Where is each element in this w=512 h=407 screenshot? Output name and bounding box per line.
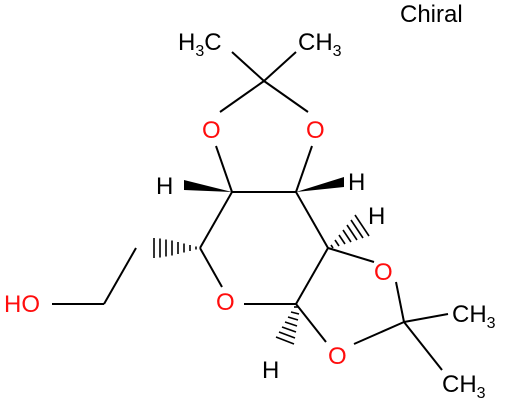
hydrogen-left-label: H [156, 173, 173, 200]
hydrogen-right-upper-label: H [348, 169, 365, 196]
methyl-right-lower-label: CH3 [442, 371, 486, 402]
bond-cq1-o1 [219, 80, 265, 113]
wedge-c2-h [296, 177, 344, 192]
bond-ca-cb [103, 247, 137, 305]
hashed-bonds [153, 214, 370, 345]
oxygen-right-upper-label: O [374, 259, 393, 286]
bonds [52, 51, 449, 371]
bond-c3-c4 [295, 247, 329, 305]
hash-c3-h [330, 214, 370, 249]
bond-cq1-o2 [263, 80, 309, 113]
bond-o4-cq2 [353, 321, 405, 345]
methyl-top-left-label: H3C [178, 29, 222, 60]
methyl-top-right-label: CH3 [298, 29, 342, 60]
atom-labels: Chiral H3C CH3 O O H H H H O O O CH3 CH3… [4, 1, 496, 402]
bond-o1-c1 [215, 145, 233, 193]
oxygen-right-lower-label: O [328, 343, 347, 370]
bond-cq1-me1 [231, 51, 265, 82]
bond-cq2-me4 [403, 321, 443, 371]
bond-c1-c5 [199, 191, 233, 249]
bond-o3-cq2 [395, 281, 405, 323]
bond-c3-o3 [327, 247, 375, 263]
hydrogen-bottom-label: H [262, 357, 279, 384]
bond-c5-oring [199, 247, 223, 288]
oxygen-top-right-label: O [306, 117, 325, 144]
bond-cq1-me2 [263, 51, 297, 82]
oxygen-top-left-label: O [202, 117, 221, 144]
wedge-bonds [184, 177, 344, 192]
wedge-c1-h [184, 180, 232, 192]
hash-c4-h [275, 306, 300, 345]
methyl-right-upper-label: CH3 [452, 301, 496, 332]
chiral-flag: Chiral [400, 1, 463, 28]
bond-c2-c3 [295, 191, 329, 249]
bond-c4-o4 [295, 303, 327, 343]
hydroxyl-label: HO [4, 291, 40, 318]
hash-c5-ca [153, 238, 197, 258]
bond-o2-c2 [295, 145, 313, 193]
bond-cq2-me3 [403, 313, 449, 323]
oxygen-ring-label: O [216, 289, 235, 316]
hydrogen-right-mid-label: H [368, 203, 385, 230]
